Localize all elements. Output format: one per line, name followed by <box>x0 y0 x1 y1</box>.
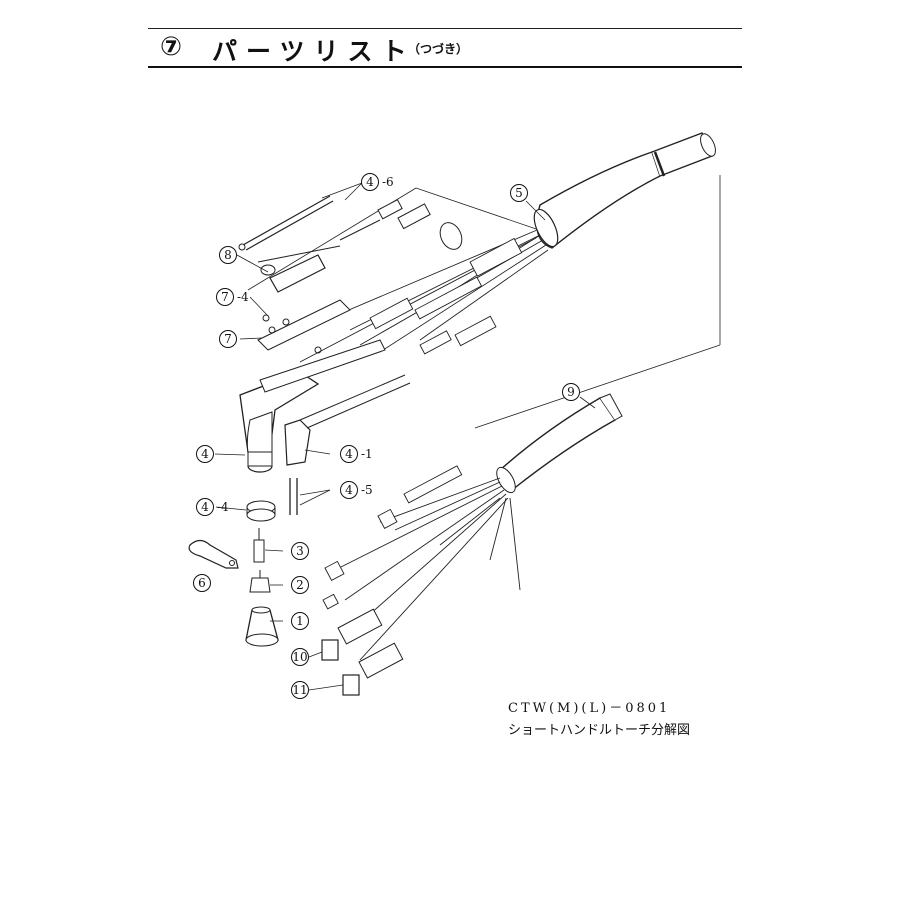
section-number: ⑦ <box>160 32 183 62</box>
callout-7-4: 7 -4 <box>216 288 249 306</box>
connector-11 <box>342 642 404 696</box>
model-number: CTW(M)(L)－0801 <box>508 701 671 716</box>
handle-5 <box>533 132 716 249</box>
callout-circle <box>361 173 379 191</box>
callout-suffix: -1 <box>361 447 373 461</box>
section-subtitle: （つづき） <box>408 42 469 56</box>
callout-circle <box>291 542 309 560</box>
section-header: ⑦ パーツリスト （つづき） <box>148 28 742 68</box>
cable-bundle-lower <box>322 465 521 661</box>
callout-2: 2 <box>291 576 309 594</box>
callout-6: 6 <box>193 574 211 592</box>
callout-number: 4 <box>201 500 209 514</box>
callout-circle <box>291 612 309 630</box>
tip-2 <box>249 570 271 593</box>
callout-number: 10 <box>292 650 307 664</box>
head-4-1 <box>284 374 411 466</box>
callout-number: 11 <box>292 683 307 697</box>
callout-4-4: 4 -4 <box>196 498 229 516</box>
callout-8: 8 <box>219 246 237 264</box>
callout-circle <box>291 648 309 666</box>
parts-4-6 <box>238 195 463 251</box>
callout-circle <box>291 681 309 699</box>
callout-circle <box>340 481 358 499</box>
callout-circle <box>216 288 234 306</box>
callout-number: 5 <box>515 186 523 200</box>
callout-suffix: -6 <box>382 175 394 189</box>
electrode-3 <box>253 528 265 563</box>
callout-number: 3 <box>296 544 304 558</box>
section-title: パーツリスト <box>212 37 416 66</box>
callout-number: 7 <box>221 290 229 304</box>
callout-4: 4 <box>196 445 214 463</box>
callout-circle <box>196 498 214 516</box>
callout-circle <box>340 445 358 463</box>
callout-number: 2 <box>296 578 304 592</box>
callout-circle <box>193 574 211 592</box>
header-bottom-rule <box>148 66 742 68</box>
cover-7 <box>257 299 351 354</box>
nozzle-1 <box>245 606 279 647</box>
callout-circle <box>219 246 237 264</box>
connector-10 <box>321 608 383 661</box>
callout-1: 1 <box>291 612 309 630</box>
callout-number: 4 <box>201 447 209 461</box>
callout-number: 9 <box>567 385 575 399</box>
callout-number: 4 <box>345 447 353 461</box>
callout-3: 3 <box>291 542 309 560</box>
ring-4-4 <box>246 500 276 522</box>
callout-4-1: 4 -1 <box>340 445 373 463</box>
callout-suffix: -4 <box>217 500 229 514</box>
callout-circle <box>219 330 237 348</box>
callout-4-5: 4 -5 <box>340 481 373 499</box>
callout-circle <box>562 383 580 401</box>
spanner-6 <box>188 539 239 569</box>
callout-7: 7 <box>219 330 237 348</box>
cable-bundle-upper <box>299 229 549 363</box>
leader-lines <box>214 182 596 691</box>
callout-number: 8 <box>224 248 232 262</box>
handle-9 <box>496 393 623 494</box>
callout-number: 6 <box>198 576 206 590</box>
header-top-rule <box>148 28 742 29</box>
callout-number: 1 <box>296 614 304 628</box>
callout-number: 4 <box>366 175 374 189</box>
callout-circle <box>510 184 528 202</box>
callout-5: 5 <box>510 184 528 202</box>
callout-circle <box>196 445 214 463</box>
diagram-caption: ショートハンドルトーチ分解図 <box>508 723 691 738</box>
callout-suffix: -4 <box>237 290 249 304</box>
torch-head-4 <box>239 339 386 473</box>
switch-8 <box>257 245 341 293</box>
callout-10: 10 <box>291 648 309 666</box>
callout-number: 7 <box>224 332 232 346</box>
callout-circle <box>291 576 309 594</box>
callout-11: 11 <box>291 681 309 699</box>
callout-number: 4 <box>345 483 353 497</box>
callout-9: 9 <box>562 383 580 401</box>
callout-suffix: -5 <box>361 483 373 497</box>
electrodes-4-5 <box>289 478 298 515</box>
callout-4-6: 4 -6 <box>361 173 394 191</box>
